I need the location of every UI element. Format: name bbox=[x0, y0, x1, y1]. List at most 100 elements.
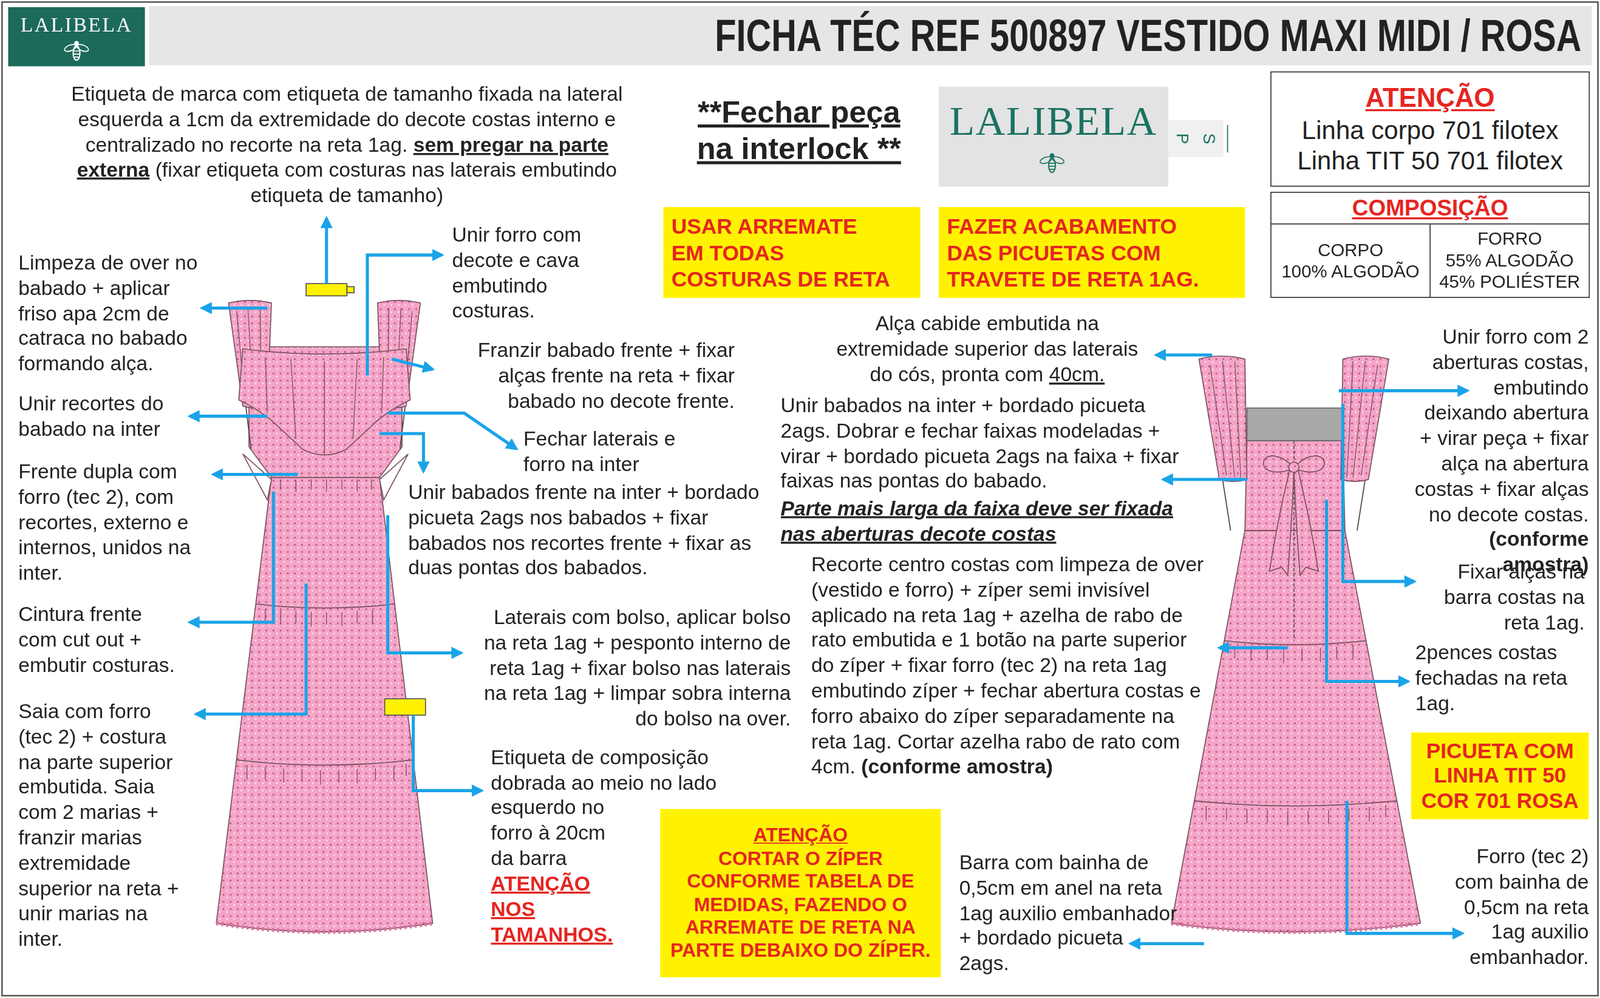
front-dress bbox=[346, 286, 355, 293]
back-dress bbox=[1340, 355, 1389, 482]
composition-cell-text: FORRO bbox=[1477, 228, 1542, 250]
leader-arrow bbox=[1343, 403, 1415, 582]
composition-table: COMPOSIÇÃOCORPO100% ALGODÃOFORRO55% ALGO… bbox=[1270, 191, 1590, 299]
callout-text: Fechar laterais e forro na inter bbox=[523, 427, 676, 476]
back-dress bbox=[1224, 640, 1367, 645]
callout-text: Unir babados na inter + bordado picueta … bbox=[780, 394, 1180, 493]
callout-note: **Fechar peça na interlock ** bbox=[681, 94, 917, 168]
front-dress bbox=[242, 454, 272, 501]
front-dress bbox=[216, 923, 433, 933]
bee-icon bbox=[63, 41, 90, 61]
leader-arrow bbox=[367, 255, 443, 376]
attention-box: ATENÇÃOLinha corpo 701 filotexLinha TIT … bbox=[1270, 71, 1590, 188]
back-dress bbox=[1171, 355, 1421, 933]
back-dress bbox=[1293, 469, 1319, 576]
callout-text: Saia com forro (tec 2) + costura na part… bbox=[18, 700, 179, 951]
leader-arrow bbox=[324, 218, 328, 285]
warning-box: USAR ARREMATE EM TODAS COSTURAS DE RETA bbox=[663, 207, 920, 299]
leader-arrow bbox=[1338, 389, 1468, 393]
back-dress bbox=[1171, 530, 1421, 933]
composition-cell-text: CORPO bbox=[1317, 239, 1384, 261]
warning-box: PICUETA COM LINHA TIT 50 COR 701 ROSA bbox=[1411, 732, 1589, 820]
bee-icon bbox=[1038, 153, 1065, 173]
leader-arrow bbox=[190, 414, 268, 418]
leader-arrow bbox=[196, 583, 307, 715]
warning-box-text: USAR ARREMATE EM TODAS COSTURAS DE RETA bbox=[671, 212, 894, 293]
table-row: CORPO100% ALGODÃOFORRO55% ALGODÃO45% POL… bbox=[1271, 223, 1590, 297]
warning-box: ATENÇÃOCORTAR O ZÍPER CONFORME TABELA DE… bbox=[660, 809, 941, 978]
callout-note: Etiqueta de marca com etiqueta de tamanh… bbox=[40, 81, 653, 208]
back-dress bbox=[1247, 408, 1344, 441]
attention-box-text: Linha corpo 701 filotex bbox=[1301, 114, 1559, 145]
callout-note: Unir babados na inter + bordado picueta … bbox=[780, 392, 1188, 495]
leader-arrow bbox=[190, 218, 1468, 945]
front-dress bbox=[384, 698, 426, 716]
leader-arrow bbox=[1163, 477, 1248, 481]
leader-arrow bbox=[1326, 499, 1409, 682]
warning-box: FAZER ACABAMENTO DAS PICUETAS COM TRAVET… bbox=[938, 207, 1245, 299]
front-dress bbox=[247, 764, 407, 786]
callout-text: Franzir babado frente + fixar alças fren… bbox=[477, 338, 735, 412]
front-dress bbox=[306, 283, 347, 296]
callout-text: Barra com bainha de 0,5cm em anel na ret… bbox=[959, 851, 1178, 976]
callout-text: Fixar alças na barra costas na reta 1ag. bbox=[1443, 560, 1585, 634]
composition-table-text: COMPOSIÇÃO bbox=[1271, 193, 1590, 224]
back-dress bbox=[1193, 800, 1397, 806]
leader-arrow bbox=[190, 491, 274, 623]
callout-text: ATENÇÃO NOS TAMANHOS. bbox=[490, 872, 613, 946]
callout-note: Parte mais larga da faixa deve ser fixad… bbox=[780, 496, 1182, 547]
front-dress bbox=[256, 604, 396, 609]
brand-logo-text: LALIBELA bbox=[949, 98, 1158, 144]
leader-arrow bbox=[1219, 646, 1288, 650]
callout-note: Frente dupla com forro (tec 2), com reco… bbox=[18, 459, 218, 586]
callout-text: **Fechar peça na interlock ** bbox=[697, 94, 902, 166]
warning-box-text: PICUETA COM LINHA TIT 50 COR 701 ROSA bbox=[1417, 738, 1583, 814]
back-dress bbox=[1171, 923, 1421, 933]
callout-note: Unir forro com decote e cava embutindo c… bbox=[451, 222, 600, 324]
callout-text: Laterais com bolso, aplicar bolso na ret… bbox=[483, 605, 791, 730]
leader-arrow bbox=[379, 433, 424, 472]
callout-text: Unir forro com 2 aberturas costas, embut… bbox=[1414, 325, 1590, 526]
callout-text: Cintura frente com cut out + embutir cos… bbox=[18, 602, 175, 676]
composition-cell-text: 45% POLIÉSTER bbox=[1439, 271, 1580, 293]
warning-box-text: FAZER ACABAMENTO DAS PICUETAS COM TRAVET… bbox=[946, 212, 1217, 293]
callout-note: Saia com forro (tec 2) + costura na part… bbox=[18, 698, 187, 953]
callout-text: (conforme amostra) bbox=[861, 755, 1053, 778]
callout-note: Unir babados frente na inter + bordado p… bbox=[408, 479, 778, 582]
callout-text: esquerdo no forro à 20cm da barra bbox=[490, 796, 606, 869]
size-tag-text: S bbox=[1191, 125, 1228, 153]
leader-arrow bbox=[1156, 353, 1212, 357]
callout-text: Parte mais larga da faixa deve ser fixad… bbox=[780, 496, 1174, 545]
warning-box-text: ATENÇÃO bbox=[664, 824, 937, 848]
callout-text: Recorte centro costas com limpeza de ove… bbox=[811, 553, 1204, 778]
callout-text: Unir babados frente na inter + bordado p… bbox=[408, 480, 760, 580]
back-dress bbox=[1288, 462, 1299, 473]
warning-box-text: CORTAR O ZÍPER CONFORME TABELA DE MEDIDA… bbox=[664, 847, 937, 963]
leader-arrow bbox=[1346, 800, 1463, 934]
callout-note: 2pences costas fechadas na reta 1ag. bbox=[1415, 640, 1579, 716]
leader-arrow bbox=[202, 306, 268, 310]
callout-note: Alça cabide embutida na extremidade supe… bbox=[826, 311, 1148, 388]
front-dress bbox=[238, 349, 410, 456]
callout-text: 2pences costas fechadas na reta 1ag. bbox=[1415, 640, 1568, 714]
callout-note: ATENÇÃO NOS TAMANHOS. bbox=[490, 871, 623, 948]
back-dress bbox=[1295, 456, 1325, 473]
callout-note: Etiqueta de composição dobrada ao meio n… bbox=[490, 745, 748, 796]
back-dress bbox=[1263, 456, 1293, 473]
callout-text: 40cm. bbox=[1049, 363, 1106, 386]
back-dress bbox=[1210, 361, 1241, 478]
callout-note: Barra com bainha de 0,5cm em anel na ret… bbox=[959, 850, 1179, 977]
size-tag-text: P bbox=[1164, 125, 1201, 153]
callout-note: Forro (tec 2) com bainha de 0,5cm na ret… bbox=[1440, 844, 1590, 971]
composition-cell-text: 55% ALGODÃO bbox=[1445, 250, 1574, 272]
back-dress bbox=[1346, 361, 1378, 478]
front-dress bbox=[216, 283, 433, 933]
leader-arrow bbox=[413, 715, 483, 791]
back-dress bbox=[1199, 355, 1248, 482]
logo-ground bbox=[938, 86, 1169, 188]
callout-text: Limpeza de over no babado + aplicar fris… bbox=[18, 250, 198, 375]
attention-box-text: Linha TIT 50 701 filotex bbox=[1297, 145, 1563, 176]
title-band bbox=[148, 6, 1592, 65]
